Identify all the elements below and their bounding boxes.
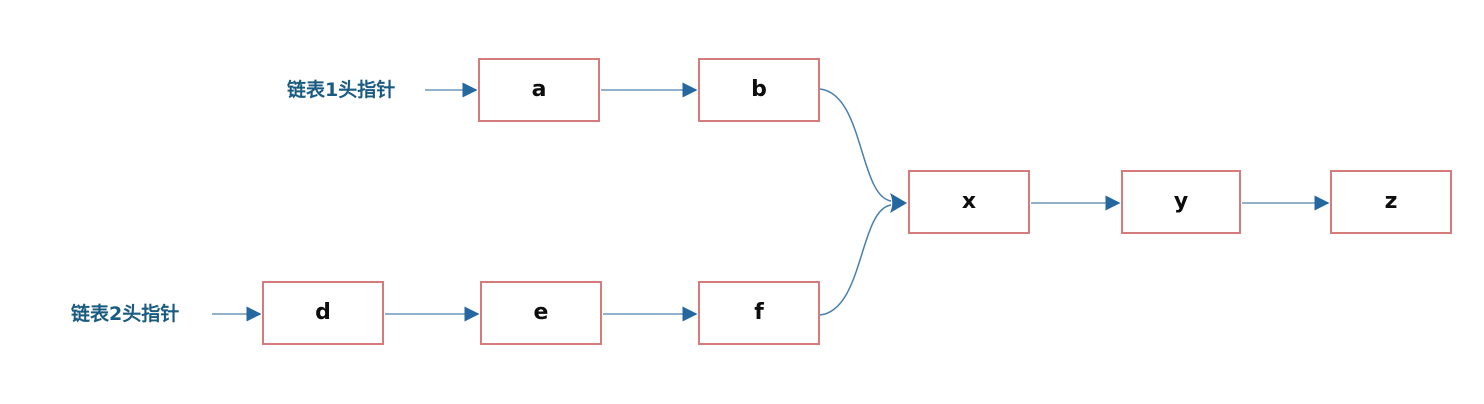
node-f-label: f [754, 300, 764, 325]
node-z: z [1330, 170, 1452, 234]
list1-head-pointer-label: 链表1头指针 [287, 79, 396, 101]
node-b: b [698, 58, 820, 122]
edge-b-to-x-curve [819, 88, 892, 202]
edge-f-to-x-curve [819, 204, 892, 316]
node-x: x [908, 170, 1030, 234]
node-e: e [480, 281, 602, 345]
node-y-label: y [1173, 189, 1189, 214]
node-d: d [262, 281, 384, 345]
list2-head-pointer-label: 链表2头指针 [71, 303, 180, 325]
node-a: a [478, 58, 600, 122]
node-d-label: d [315, 300, 331, 325]
node-a-label: a [531, 77, 547, 102]
node-e-label: e [533, 300, 549, 325]
node-f: f [698, 281, 820, 345]
merge-arrow-head-icon [890, 193, 907, 213]
node-y: y [1121, 170, 1241, 234]
node-b-label: b [751, 77, 767, 102]
node-z-label: z [1384, 189, 1398, 214]
node-x-label: x [961, 189, 977, 214]
